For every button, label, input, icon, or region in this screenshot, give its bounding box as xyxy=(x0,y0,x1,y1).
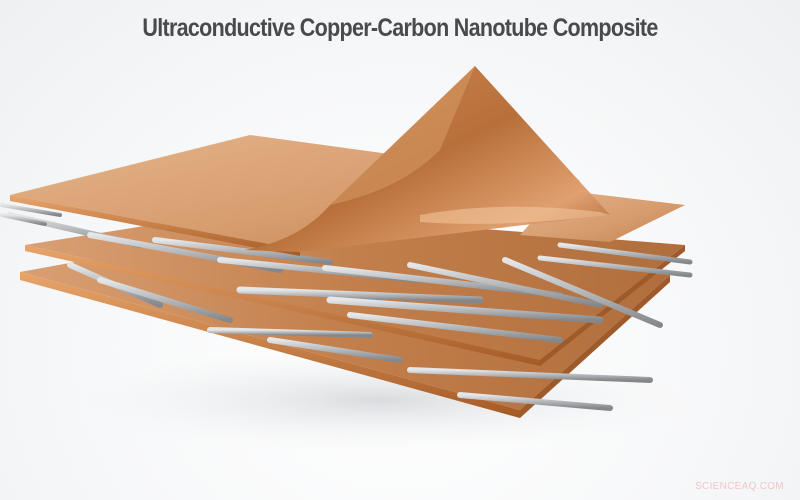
watermark: SCIENCEAQ.COM xyxy=(695,481,784,492)
page-title: Ultraconductive Copper-Carbon Nanotube C… xyxy=(142,14,658,42)
